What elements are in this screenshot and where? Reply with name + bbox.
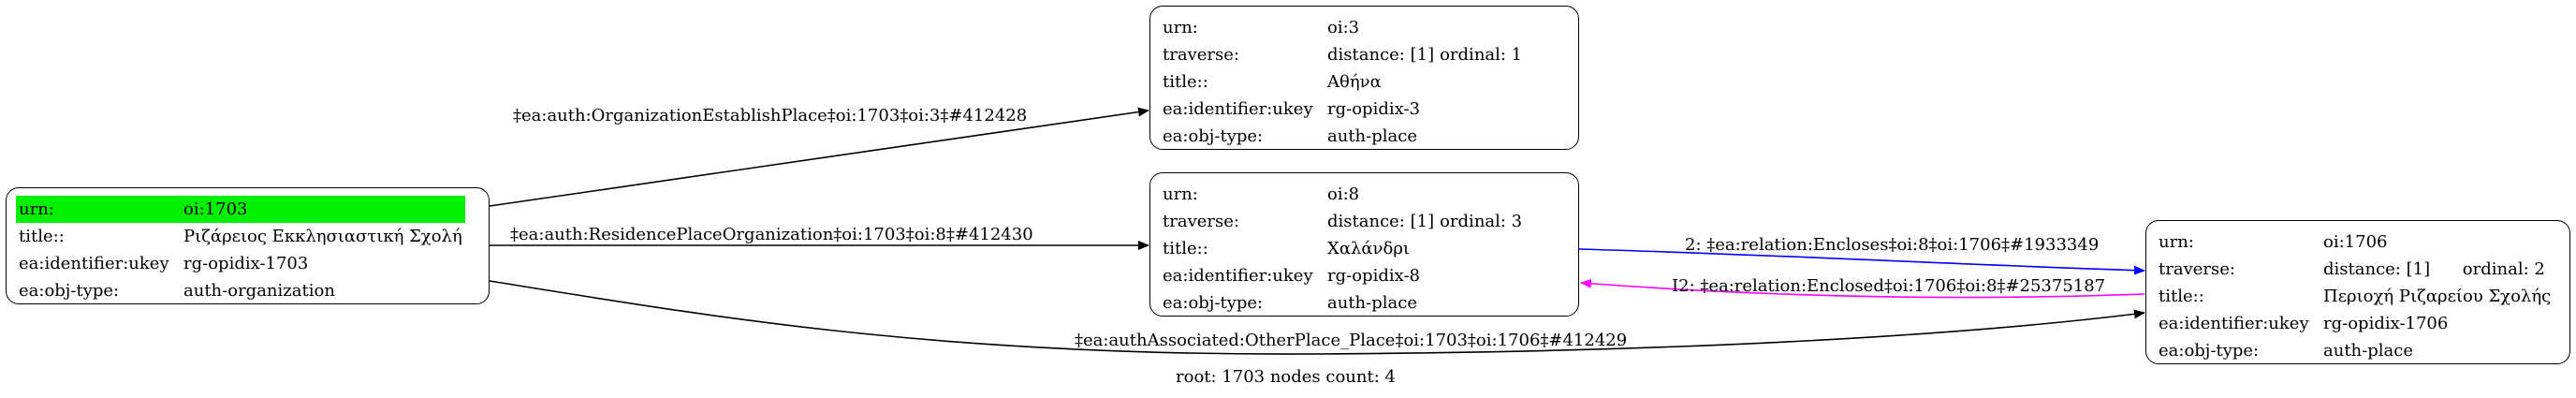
ordinal-value: ordinal: 1 [1440,45,1523,65]
node-1703-table: urn: oi:1703 title:: Ριζάρειος Εκκλησιασ… [16,196,465,304]
urn-key: urn: [2159,232,2194,252]
title-value: Ριζάρειος Εκκλησιαστική Σχολή [183,227,462,246]
type-value: auth-place [2323,341,2413,361]
urn-value: oi:8 [1327,184,1360,204]
node-1706-table: urn: oi:1706 traverse: distance: [1] ord… [2156,228,2554,364]
ukey-key: ea:identifier:ukey [2159,314,2309,333]
urn-key: urn: [16,196,181,223]
traverse-key: traverse: [2159,259,2235,279]
ukey-key: ea:identifier:ukey [1163,99,1313,119]
node-3-table: urn: oi:3 traverse: distance: [1] ordina… [1160,14,1525,150]
node-1703-ukey-row: ea:identifier:ukey rg-opidix-1703 [16,250,465,277]
node-8[interactable]: urn: oi:8 traverse: distance: [1] ordina… [1149,172,1579,317]
node-1703[interactable]: urn: oi:1703 title:: Ριζάρειος Εκκλησιασ… [6,187,490,304]
title-key: title:: [1163,72,1208,92]
node-1703-title-row: title:: Ριζάρειος Εκκλησιαστική Σχολή [16,223,465,250]
edge-1703-to-1706 [489,280,2145,355]
ordinal-value: ordinal: 3 [1440,212,1523,231]
title-key: title:: [2159,287,2204,306]
type-key: ea:obj-type: [1163,293,1264,313]
traverse-key: traverse: [1163,45,1239,65]
type-key: ea:obj-type: [2159,341,2260,361]
title-key: title:: [19,227,65,246]
node-3[interactable]: urn: oi:3 traverse: distance: [1] ordina… [1149,6,1579,150]
ukey-value: rg-opidix-1703 [183,254,309,273]
ukey-value: rg-opidix-3 [1327,99,1420,119]
ukey-key: ea:identifier:ukey [1163,266,1313,286]
ukey-value: rg-opidix-1706 [2323,314,2449,333]
distance-value: distance: [1] [1327,45,1435,65]
edge-label-8-to-1706: 2: ‡ea:relation:Encloses‡oi:8‡oi:1706‡#1… [1685,235,2099,255]
urn-value: oi:1703 [181,196,465,223]
node-8-table: urn: oi:8 traverse: distance: [1] ordina… [1160,181,1525,317]
node-1706[interactable]: urn: oi:1706 traverse: distance: [1] ord… [2145,220,2570,364]
type-key: ea:obj-type: [1163,126,1264,146]
type-key: ea:obj-type: [19,281,120,301]
traverse-key: traverse: [1163,212,1239,231]
node-1703-type-row: ea:obj-type: auth-organization [16,277,465,304]
urn-key: urn: [1163,184,1198,204]
ordinal-value: ordinal: 2 [2462,259,2545,279]
edge-1703-to-3 [489,107,1149,207]
edge-label-1706-to-8: I2: ‡ea:relation:Enclosed‡oi:1706‡oi:8‡#… [1672,276,2105,296]
edge-label-1703-to-8: ‡ea:auth:ResidencePlaceOrganization‡oi:1… [510,225,1033,244]
distance-value: distance: [1] [2323,259,2431,279]
edge-1706-to-8 [1580,278,2145,299]
type-value: auth-place [1327,293,1417,313]
urn-key: urn: [1163,18,1198,37]
type-value: auth-place [1327,126,1417,146]
title-value: Αθήνα [1327,72,1382,92]
ukey-key: ea:identifier:ukey [19,254,169,273]
type-value: auth-organization [183,281,335,301]
title-key: title:: [1163,239,1208,258]
urn-value: oi:3 [1327,18,1360,37]
distance-value: distance: [1] [1327,212,1435,231]
urn-value: oi:1706 [2323,232,2388,252]
edge-8-to-1706 [1578,248,2145,275]
node-1703-urn-row: urn: oi:1703 [16,196,465,223]
title-value: Περιοχή Ριζαρείου Σχολής [2323,287,2552,306]
graph-footer: root: 1703 nodes count: 4 [1176,367,1396,387]
edge-label-1703-to-3: ‡ea:auth:OrganizationEstablishPlace‡oi:1… [513,106,1027,125]
ukey-value: rg-opidix-8 [1327,266,1420,286]
edge-label-1703-to-1706: ‡ea:authAssociated:OtherPlace_Place‡oi:1… [1075,331,1627,350]
title-value: Χαλάνδρι [1327,239,1410,258]
